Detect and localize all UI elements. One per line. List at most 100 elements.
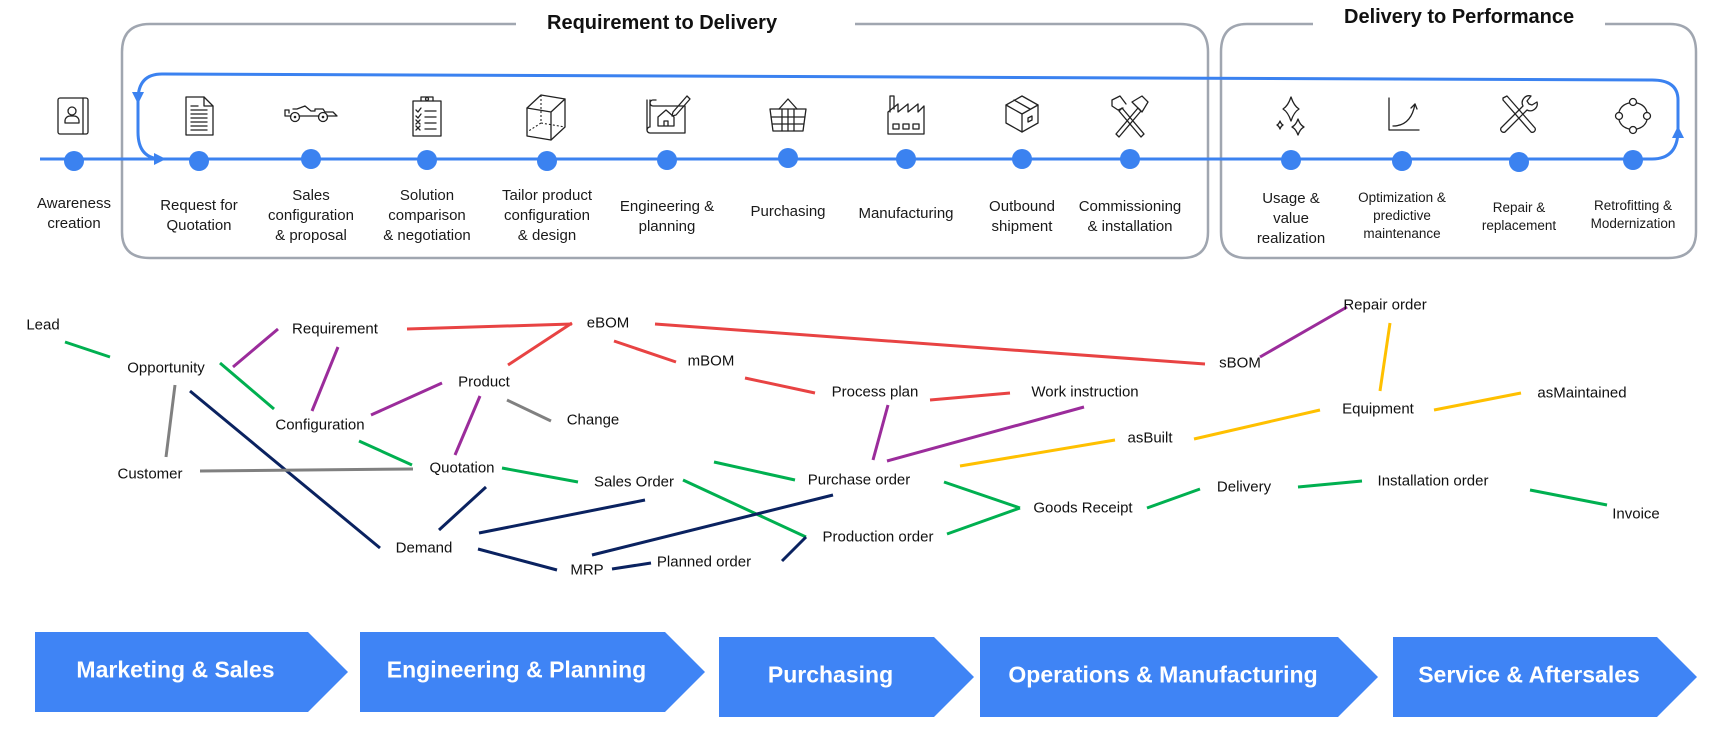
edge-lead-opportunity	[64, 340, 111, 359]
edge-opportunity-configuration	[219, 361, 275, 411]
phase-label-engineering: Engineering & Planning	[386, 656, 647, 683]
loop-arrow-head-up	[1672, 126, 1684, 138]
stage-dot-manufacturing	[896, 149, 916, 169]
stage-label-manufacturing: Manufacturing	[858, 205, 954, 222]
stage-dots	[64, 148, 1643, 172]
stage-label-retrofit: Retrofitting & Modernization	[1590, 198, 1676, 231]
edge-mrp-planned_order	[611, 561, 652, 571]
stage-label-usage: Usage & value realization	[1256, 190, 1326, 247]
edge-delivery-installation_order	[1297, 479, 1363, 489]
node-asmaintained: asMaintained	[1537, 384, 1627, 402]
edge-sbom-repair_order	[1259, 305, 1348, 359]
stage-dot-outbound	[1012, 149, 1032, 169]
shopping-basket-icon	[769, 98, 807, 132]
stage-dot-awareness	[64, 151, 84, 171]
stage-label-tailor: Tailor product configuration & design	[501, 187, 593, 244]
node-installation-order: Installation order	[1377, 472, 1489, 490]
growth-chart-icon	[1388, 97, 1420, 131]
node-customer: Customer	[117, 465, 183, 483]
node-planned-order: Planned order	[656, 553, 752, 571]
stage-dot-repair	[1509, 152, 1529, 172]
checklist-clipboard-icon	[412, 96, 442, 137]
section-title-requirement-to-delivery: Requirement to Delivery	[541, 12, 784, 35]
stage-dot-engineering	[657, 150, 677, 170]
stage-label-awareness: Awareness creation	[37, 195, 111, 232]
stage-label-commissioning: Commissioning & installation	[1078, 198, 1182, 235]
phase-chevron-engineering	[360, 632, 705, 712]
stage-dot-sales_config	[301, 149, 321, 169]
node-equipment: Equipment	[1342, 400, 1414, 418]
node-delivery: Delivery	[1216, 478, 1272, 496]
edge-customer-quotation	[199, 467, 414, 473]
race-car-icon	[284, 105, 338, 123]
edge-sales_order-production_order	[682, 478, 807, 539]
cycle-nodes-icon	[1614, 97, 1652, 135]
node-purchase-order: Purchase order	[807, 471, 911, 489]
blueprint-house-icon	[646, 95, 691, 134]
loop-arrow-head-down	[132, 92, 144, 104]
node-ebom: eBOM	[586, 314, 630, 332]
edge-process_plan-work_instruction	[929, 391, 1011, 402]
edge-process_plan-purchase_order	[871, 404, 890, 461]
edge-repair_order-equipment	[1378, 322, 1392, 392]
edge-ebom-sbom	[654, 322, 1206, 366]
stage-dot-tailor	[537, 151, 557, 171]
phase-chevron-service	[1393, 637, 1697, 717]
edge-quotation-demand	[437, 485, 488, 532]
edge-configuration-product	[370, 381, 443, 417]
stage-label-optimization: Optimization & predictive maintenance	[1358, 190, 1446, 241]
edge-equipment-asmaintained	[1433, 391, 1522, 412]
edge-ebom-mbom	[613, 339, 677, 364]
edge-installation_order-invoice	[1529, 488, 1608, 507]
wrench-screwdriver-icon	[1500, 95, 1538, 133]
stage-dot-retrofit	[1623, 150, 1643, 170]
node-repair-order: Repair order	[1343, 296, 1427, 314]
phase-label-operations: Operations & Manufacturing	[1008, 661, 1318, 688]
node-mrp: MRP	[570, 561, 604, 579]
node-production-order: Production order	[822, 528, 934, 546]
edge-requirement-configuration	[310, 346, 340, 412]
edge-work_instruction-purchase_order	[886, 405, 1085, 463]
edge-goods_receipt-delivery	[1146, 487, 1201, 510]
node-lead: Lead	[26, 316, 60, 334]
stage-dot-commissioning	[1120, 149, 1140, 169]
node-sbom: sBOM	[1219, 354, 1261, 372]
phase-label-purchasing: Purchasing	[767, 661, 894, 688]
edge-product-change	[506, 398, 552, 423]
edge-opportunity-requirement	[232, 327, 279, 369]
stage-dot-purchasing	[778, 148, 798, 168]
phase-chevrons	[35, 632, 1697, 717]
node-product: Product	[458, 373, 510, 391]
edge-sales_order-purchase_order	[713, 460, 796, 482]
edge-configuration-quotation	[358, 439, 413, 467]
node-asbuilt: asBuilt	[1127, 429, 1173, 447]
document-icon	[185, 96, 214, 136]
edge-product-quotation	[453, 395, 482, 456]
stage-label-engineering: Engineering & planning	[619, 198, 715, 235]
edge-demand-mrp	[477, 547, 558, 572]
stage-dot-optimization	[1392, 151, 1412, 171]
edge-demand-sales_order	[478, 498, 646, 535]
stage-label-sales_config: Sales configuration & proposal	[268, 187, 354, 244]
node-change: Change	[566, 411, 620, 429]
contact-book-icon	[57, 97, 89, 135]
section-title-delivery-to-performance: Delivery to Performance	[1338, 6, 1581, 29]
stage-dot-rfq	[189, 151, 209, 171]
edge-requirement-ebom	[406, 322, 573, 331]
node-quotation: Quotation	[429, 459, 495, 477]
edge-purchase_order-goods_receipt	[943, 480, 1021, 510]
stage-label-solution: Solution comparison & negotiation	[383, 187, 471, 244]
phase-label-marketing: Marketing & Sales	[76, 656, 275, 683]
sparkles-icon	[1276, 96, 1305, 136]
stage-dot-usage	[1281, 150, 1301, 170]
phase-chevron-purchasing	[719, 637, 974, 717]
stage-dot-solution	[417, 150, 437, 170]
node-mbom: mBOM	[687, 352, 735, 370]
stage-icons	[57, 94, 1652, 141]
edge-opportunity-customer	[164, 384, 177, 458]
stage-label-purchasing: Purchasing	[750, 203, 826, 220]
edge-quotation-sales_order	[501, 466, 579, 484]
node-process-plan: Process plan	[831, 383, 919, 401]
relation-edges	[64, 305, 1608, 572]
